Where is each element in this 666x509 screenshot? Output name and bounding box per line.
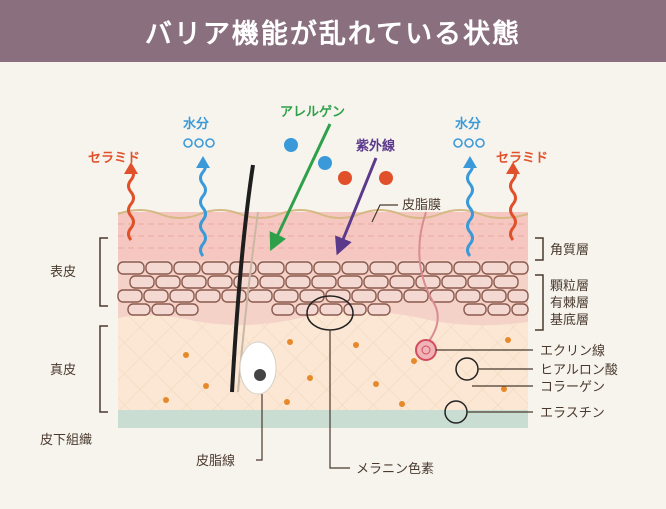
epidermal-cell: [481, 289, 507, 303]
epidermal-cell: [337, 275, 363, 289]
epidermal-cell: [143, 289, 169, 303]
uv-particle: [379, 171, 393, 185]
epidermal-cell: [403, 289, 429, 303]
epidermal-cell: [195, 289, 221, 303]
epidermal-cell: [273, 289, 299, 303]
water-left-arrow: [199, 159, 207, 257]
spinous-layer-label: 有棘層: [550, 296, 589, 311]
epidermal-cell: [511, 303, 529, 316]
epidermal-cell: [181, 275, 207, 289]
water-left-label: 水分: [183, 116, 209, 132]
subcutaneous-band: [118, 410, 528, 428]
elastin-label: エラスチン: [540, 406, 605, 421]
epidermal-cell: [493, 275, 519, 289]
epidermal-cell: [369, 261, 397, 275]
epidermal-cell: [173, 261, 201, 275]
ceramide-left-label: セラミド: [88, 151, 140, 166]
water-right-label: 水分: [455, 116, 481, 132]
epidermal-cell: [129, 275, 155, 289]
water-droplet-icons: [183, 138, 485, 148]
epidermal-cell: [429, 289, 455, 303]
epidermal-cell: [397, 261, 425, 275]
epidermal-cell: [481, 261, 509, 275]
epidermal-cell: [453, 261, 481, 275]
epidermal-cell: [207, 275, 233, 289]
ceramide-left-arrow: [127, 167, 135, 241]
epidermal-cell: [441, 275, 467, 289]
epidermal-cell: [151, 303, 175, 316]
epidermal-cell: [341, 261, 369, 275]
epidermal-cell: [415, 275, 441, 289]
melanin-label: メラニン色素: [356, 461, 434, 477]
epidermal-cell: [377, 289, 403, 303]
epidermal-cell: [389, 275, 415, 289]
epidermal-cell: [145, 261, 173, 275]
eccrine-duct: [418, 211, 439, 346]
epidermal-cell: [367, 303, 391, 316]
epidermal-cell: [221, 289, 247, 303]
sebaceous-label: 皮脂線: [196, 453, 235, 469]
epidermal-cell: [201, 261, 229, 275]
epidermal-cell: [247, 289, 273, 303]
epidermal-cell: [319, 303, 343, 316]
uv-particle: [338, 171, 352, 185]
epidermal-cell: [155, 275, 181, 289]
title-banner: バリア機能が乱れている状態: [0, 0, 666, 62]
epidermal-cell: [127, 303, 151, 316]
epidermal-cell: [285, 261, 313, 275]
epidermal-cell: [313, 261, 341, 275]
allergen-arrow: [269, 123, 332, 252]
basal-layer-label: 基底層: [550, 312, 589, 328]
water-right-arrow: [466, 159, 474, 257]
page-title: バリア機能が乱れている状態: [144, 18, 522, 50]
allergen-particle: [284, 138, 298, 152]
epidermal-cell: [343, 303, 367, 316]
right-brackets: [535, 237, 544, 331]
epidermal-cell: [169, 289, 195, 303]
epidermal-cell: [299, 289, 325, 303]
allergen-particle: [318, 156, 332, 170]
epidermal-cell: [351, 289, 377, 303]
epidermal-cell: [463, 303, 487, 316]
granular-layer-label: 顆粒層: [550, 279, 589, 294]
leader-lines: [256, 204, 533, 469]
sebum-film-label: 皮脂膜: [402, 198, 441, 213]
sebaceous-gland: [239, 341, 277, 395]
eccrine-label: エクリン線: [540, 343, 605, 359]
uv-label: 紫外線: [356, 138, 396, 154]
epidermal-cell: [257, 261, 285, 275]
epidermal-cell: [467, 275, 493, 289]
epidermal-cell: [507, 289, 529, 303]
subcutaneous-label: 皮下組織: [40, 433, 92, 448]
hair-bulb: [254, 369, 266, 381]
epidermal-cell: [175, 303, 199, 316]
hyaluronic-label: ヒアルロン酸: [540, 363, 618, 378]
left-brackets: [99, 237, 108, 413]
epidermal-cell: [455, 289, 481, 303]
epidermal-cell: [509, 261, 529, 275]
epidermis-label: 表皮: [50, 265, 76, 280]
allergen-label: アレルゲン: [280, 104, 345, 120]
epidermal-cell: [285, 275, 311, 289]
hair-shaft: [230, 164, 255, 393]
epidermal-cell: [425, 261, 453, 275]
dermis-label: 真皮: [50, 363, 76, 378]
epidermal-cell: [259, 275, 285, 289]
uv-arrow: [335, 157, 378, 256]
epidermal-cell: [311, 275, 337, 289]
fibroblast-dots: [163, 337, 511, 407]
epidermal-cell: [271, 303, 295, 316]
epidermal-cell: [487, 303, 511, 316]
epidermal-cell: [117, 289, 143, 303]
collagen-label: コラーゲン: [540, 380, 605, 395]
stratum-corneum-label: 角質層: [550, 243, 589, 258]
ceramide-right-arrow: [509, 167, 517, 241]
epidermal-cell: [117, 261, 145, 275]
eccrine-gland: [415, 339, 437, 361]
epidermal-cells: [117, 261, 529, 316]
epidermal-cell: [363, 275, 389, 289]
sebum-film-line: [117, 209, 529, 219]
ceramide-right-label: セラミド: [496, 151, 548, 166]
